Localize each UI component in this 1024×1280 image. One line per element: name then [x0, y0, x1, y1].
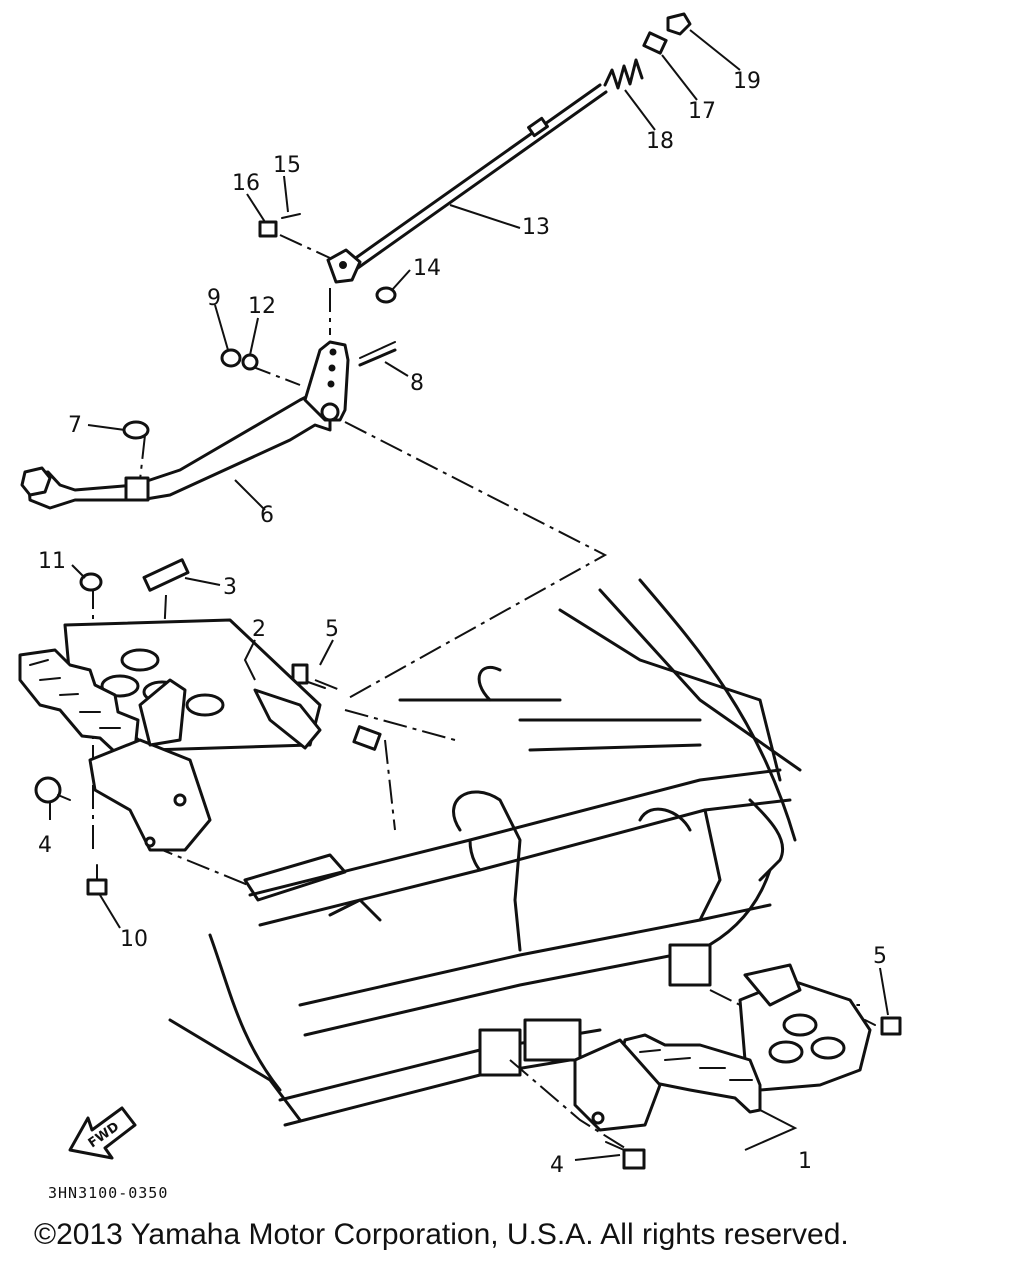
- callout-4-left: 4: [38, 833, 52, 858]
- callout-12: 12: [248, 294, 276, 319]
- callout-14: 14: [413, 256, 441, 281]
- callout-4-right: 4: [550, 1153, 564, 1178]
- callout-8: 8: [410, 371, 424, 396]
- return-spring: [603, 58, 644, 90]
- copyright-notice: ©2013 Yamaha Motor Corporation, U.S.A. A…: [34, 1218, 849, 1251]
- callout-9: 9: [207, 286, 221, 311]
- brake-pedal: [20, 340, 350, 510]
- callout-17: 17: [688, 99, 716, 124]
- callout-18: 18: [646, 129, 674, 154]
- callout-11: 11: [38, 549, 66, 574]
- left-footrest: [18, 618, 322, 852]
- callout-numbers: 1 2 3 4 4 5 5 6 7 8 9 10 11 12 13 14 15 …: [38, 69, 887, 1178]
- callout-15: 15: [273, 153, 301, 178]
- callout-10: 10: [120, 927, 148, 952]
- fwd-arrow-icon: FWD: [68, 1106, 137, 1160]
- small-hardware: [34, 12, 902, 1170]
- callout-7: 7: [68, 413, 82, 438]
- chassis-frame: [168, 578, 802, 1127]
- callout-13: 13: [522, 215, 550, 240]
- callout-6: 6: [260, 503, 274, 528]
- right-footrest: [573, 963, 872, 1132]
- drawing-code: 3HN3100-0350: [48, 1184, 169, 1202]
- callout-5-left: 5: [325, 617, 339, 642]
- dash-lines: [92, 234, 860, 1149]
- callout-5-right: 5: [873, 944, 887, 969]
- callout-2: 2: [252, 617, 266, 642]
- callout-1: 1: [798, 1149, 812, 1174]
- callout-3: 3: [223, 575, 237, 600]
- callout-16: 16: [232, 171, 260, 196]
- callout-19: 19: [733, 69, 761, 94]
- brake-rod: [326, 83, 608, 284]
- leader-lines: [49, 29, 889, 1161]
